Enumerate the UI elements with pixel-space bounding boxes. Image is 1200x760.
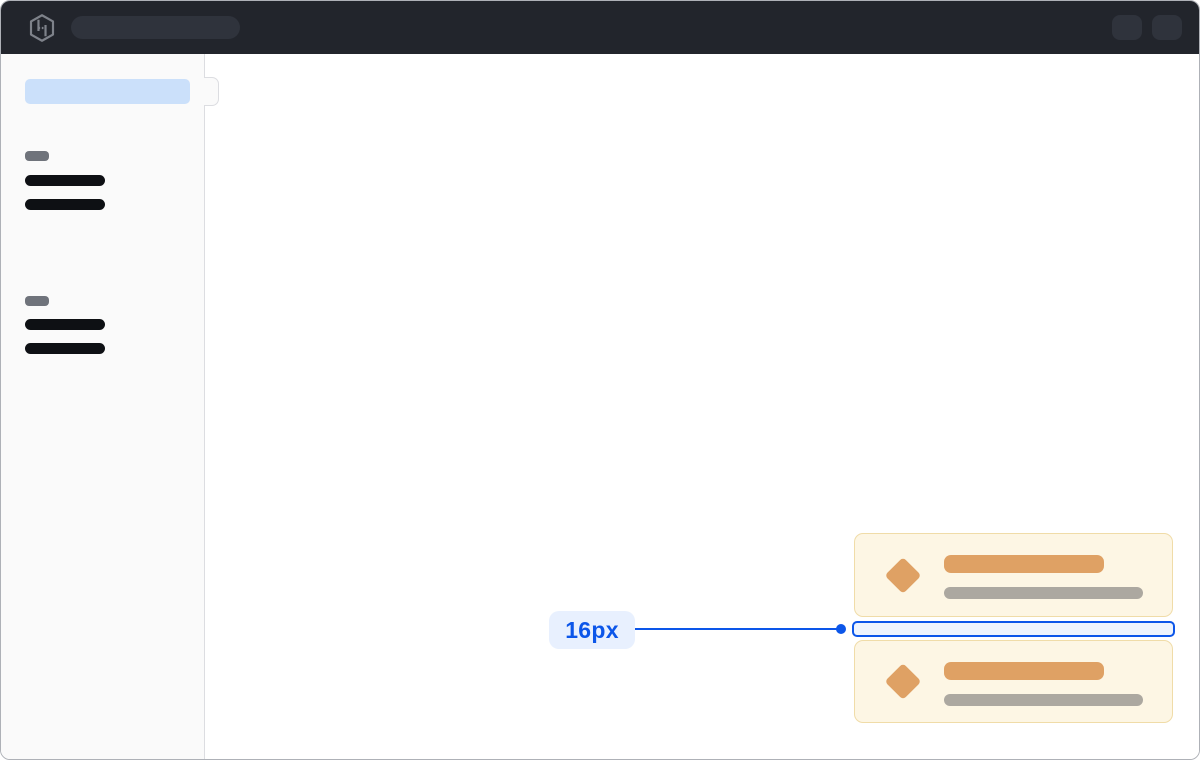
hashicorp-logo-icon[interactable]	[29, 13, 55, 42]
list-item-card-skeleton[interactable]	[854, 533, 1173, 617]
sidebar-toggle-tab[interactable]	[204, 77, 219, 106]
sidebar	[1, 54, 219, 759]
annotation-dot	[836, 624, 846, 634]
sidebar-section-label-skeleton	[25, 296, 49, 306]
diamond-icon	[884, 556, 921, 594]
card-subtitle-skeleton	[944, 694, 1143, 706]
sidebar-active-item-skeleton[interactable]	[25, 79, 190, 104]
sidebar-section-label-skeleton	[25, 151, 49, 161]
list-item-card-skeleton[interactable]	[854, 640, 1173, 723]
header-action-skeleton[interactable]	[1112, 15, 1142, 40]
app-header	[1, 1, 1199, 54]
card-title-skeleton	[944, 662, 1104, 680]
spacing-value-label: 16px	[549, 611, 635, 649]
search-bar-skeleton[interactable]	[71, 16, 240, 39]
sidebar-nav-item-skeleton[interactable]	[25, 199, 105, 210]
sidebar-nav-item-skeleton[interactable]	[25, 175, 105, 186]
card-title-skeleton	[944, 555, 1104, 573]
diamond-icon	[884, 663, 921, 700]
spacing-highlight-rect	[852, 621, 1175, 637]
header-action-skeleton[interactable]	[1152, 15, 1182, 40]
main-content: 16px	[205, 54, 1199, 759]
annotation-leader-line	[635, 628, 837, 630]
sidebar-nav-item-skeleton[interactable]	[25, 319, 105, 330]
sidebar-nav-item-skeleton[interactable]	[25, 343, 105, 354]
card-subtitle-skeleton	[944, 587, 1143, 599]
